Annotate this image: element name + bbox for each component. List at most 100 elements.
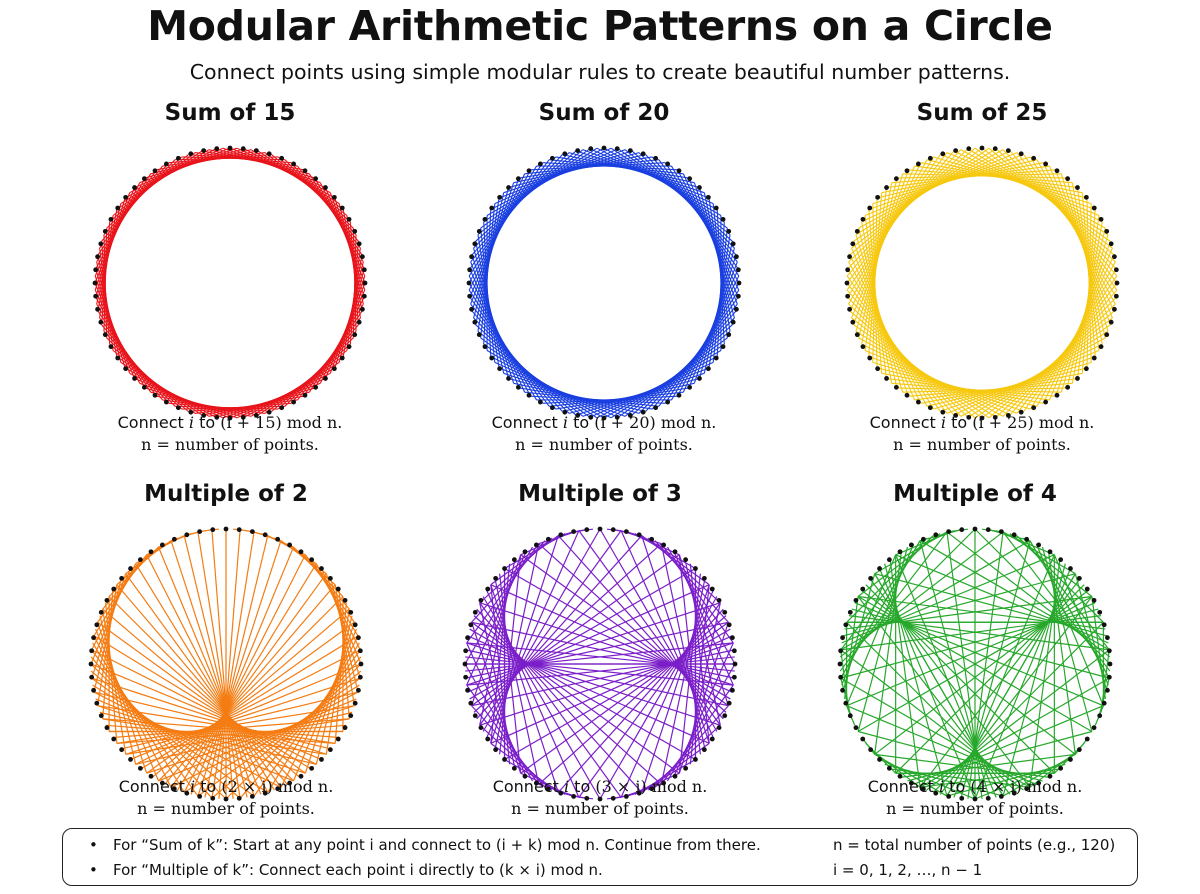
- chord-line: [99, 711, 317, 765]
- circle-point: [489, 205, 495, 211]
- chord-line: [842, 573, 1076, 637]
- circle-point: [623, 794, 629, 799]
- circle-point: [497, 194, 503, 200]
- caption-line-1: Connect i to (i + 20) mod n.: [424, 412, 784, 434]
- circle-point: [482, 216, 488, 222]
- chord-line: [482, 528, 601, 732]
- chord-line: [473, 543, 662, 713]
- chord-line: [197, 531, 241, 799]
- circle-point: [313, 176, 319, 182]
- chord-line: [504, 568, 731, 700]
- circle-point: [1068, 757, 1073, 762]
- circle-point: [893, 176, 899, 182]
- circle-point: [850, 241, 856, 247]
- circle-point: [171, 786, 177, 792]
- chord-line: [469, 628, 696, 760]
- chord-line: [473, 615, 662, 785]
- circle-point: [201, 148, 207, 153]
- circle-point: [1043, 399, 1049, 405]
- circle-point: [159, 542, 165, 548]
- chord-line: [91, 649, 199, 797]
- circle-point: [875, 366, 881, 372]
- circle-point: [953, 148, 959, 153]
- circle-point: [506, 376, 511, 381]
- chord-line: [112, 718, 350, 739]
- chord-line: [1047, 550, 1076, 755]
- circle-point: [1005, 413, 1011, 418]
- circle-point: [331, 194, 337, 200]
- circle-point: [128, 566, 133, 571]
- circle-point: [361, 267, 367, 273]
- chord-line: [102, 718, 327, 755]
- circle-point: [649, 786, 655, 792]
- circle-point: [469, 306, 474, 312]
- circle-point: [236, 527, 242, 533]
- chord-line: [846, 705, 1037, 785]
- chord-line: [1002, 753, 1076, 797]
- circle-point: [562, 409, 568, 415]
- chord-line: [578, 602, 721, 798]
- circle-point: [511, 557, 517, 563]
- circle-point: [468, 622, 474, 628]
- circle-point: [502, 566, 507, 571]
- circle-point: [1105, 687, 1110, 693]
- circle-point: [847, 609, 853, 615]
- circle-point: [467, 267, 473, 273]
- chord-line: [130, 663, 362, 761]
- chord-lines: [464, 528, 736, 800]
- circle-point: [1011, 532, 1017, 538]
- circle-point: [847, 306, 852, 312]
- circle-point: [972, 526, 978, 532]
- circle-point: [210, 795, 216, 801]
- chord-line: [939, 596, 1093, 795]
- chord-line: [844, 595, 1092, 630]
- circle-point: [693, 566, 698, 571]
- panel-title: Multiple of 2: [144, 481, 308, 507]
- circle-point: [472, 713, 478, 719]
- chord-line: [1002, 531, 1076, 575]
- circle-point: [502, 757, 507, 762]
- chord-lines: [839, 528, 1111, 800]
- circle-point: [319, 757, 324, 762]
- circle-point: [584, 795, 590, 801]
- panel-title: Sum of 25: [916, 100, 1048, 126]
- circle-point: [152, 168, 158, 174]
- circle-point: [661, 542, 667, 548]
- circle-point: [736, 280, 742, 286]
- circle-point: [275, 536, 281, 542]
- circle-point: [98, 713, 104, 719]
- circle-points: [462, 526, 738, 802]
- chord-line: [125, 677, 361, 755]
- chord-line: [467, 584, 710, 693]
- circle-point: [319, 566, 324, 571]
- circle-point: [485, 736, 491, 742]
- circle-point: [356, 241, 362, 247]
- circle-point: [867, 205, 873, 211]
- circle-point: [515, 384, 521, 390]
- circle-point: [908, 542, 914, 548]
- circle-point: [1084, 586, 1090, 592]
- circle-point: [522, 773, 528, 779]
- circle-point: [91, 635, 96, 641]
- circle-point: [357, 648, 363, 654]
- circle-point: [346, 216, 352, 222]
- circle-point: [1068, 566, 1073, 571]
- circle-points: [837, 526, 1113, 802]
- caption-var: i: [188, 413, 194, 432]
- caption: Connect i to (2 × i) mod n. n = number o…: [46, 776, 406, 820]
- chord-line: [672, 550, 734, 686]
- circle-point: [661, 780, 667, 786]
- bullet-icon: •: [89, 836, 98, 854]
- circle-point: [653, 405, 659, 411]
- circle-point: [357, 674, 363, 680]
- chord-line: [183, 554, 306, 793]
- chord-line: [211, 531, 255, 799]
- chord-line: [895, 584, 1085, 774]
- chord-line: [479, 602, 622, 798]
- circle-point: [533, 780, 539, 786]
- circle-point: [672, 549, 678, 555]
- chord-line: [840, 540, 1031, 651]
- chord-line: [218, 529, 241, 799]
- caption-prefix: Connect: [118, 777, 185, 796]
- circle-point: [137, 557, 143, 563]
